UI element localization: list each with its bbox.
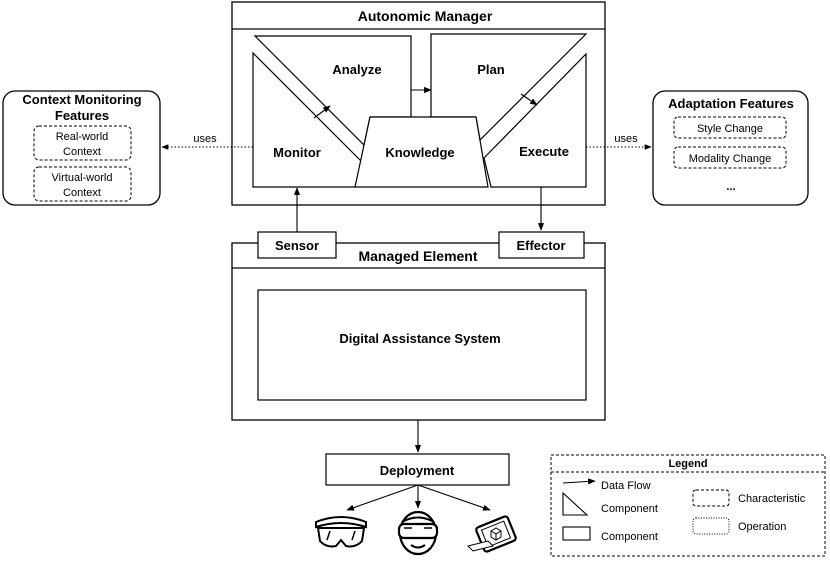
monitor-label: Monitor xyxy=(273,145,321,160)
plan-label: Plan xyxy=(477,62,505,77)
mixed-reality-headset-icon xyxy=(315,516,367,548)
virtual-world-context-box xyxy=(33,166,132,202)
legend-title: Legend xyxy=(668,458,707,470)
real-world-context-line1: Real-world xyxy=(56,131,109,143)
knowledge-label: Knowledge xyxy=(385,145,454,160)
sensor-label: Sensor xyxy=(275,238,319,253)
legend-characteristic-label: Characteristic xyxy=(738,493,806,505)
analyze-label: Analyze xyxy=(332,62,381,77)
modality-change-box xyxy=(673,146,787,169)
deployment-label: Deployment xyxy=(380,463,455,478)
effector-label: Effector xyxy=(516,238,565,253)
digital-assistance-system-label: Digital Assistance System xyxy=(339,331,500,346)
deployment: Deployment xyxy=(325,453,510,511)
modality-change-label: Modality Change xyxy=(689,153,772,165)
tablet-ar-icon xyxy=(467,515,517,553)
more-features-ellipsis: ... xyxy=(726,181,735,193)
legend-operation-label: Operation xyxy=(738,521,786,533)
style-change-label: Style Change xyxy=(697,123,763,135)
legend-component-triangle xyxy=(562,491,589,516)
vr-headset-icon xyxy=(397,510,439,556)
context-features-title-line1: Context Monitoring xyxy=(22,92,141,107)
deployment-to-tablet-arrow xyxy=(417,484,491,511)
style-change-box xyxy=(673,116,787,139)
legend-component-rect-label: Component xyxy=(601,531,658,543)
legend-data-flow-arrow xyxy=(562,478,596,485)
adaptation-features: Adaptation Features Style Change Modalit… xyxy=(652,90,809,206)
uses-left-label: uses xyxy=(193,133,217,145)
execute-label: Execute xyxy=(519,144,569,159)
autonomic-manager: Autonomic Manager Monitor Analyze Plan E… xyxy=(231,1,606,206)
real-world-context-line2: Context xyxy=(63,146,101,158)
legend-data-flow-label: Data Flow xyxy=(601,480,651,492)
monitor-to-analyze-arrow xyxy=(313,105,331,119)
plan-to-execute-arrow xyxy=(520,93,538,106)
virtual-world-context-line2: Context xyxy=(63,187,101,199)
deployment-box xyxy=(325,453,510,486)
legend-component-triangle-label: Component xyxy=(601,503,658,515)
virtual-world-context-line1: Virtual-world xyxy=(52,172,113,184)
sensor-box xyxy=(257,231,337,259)
autonomic-manager-title: Autonomic Manager xyxy=(358,8,493,24)
context-monitoring-features: Context Monitoring Features Real-world C… xyxy=(2,90,161,206)
knowledge-component xyxy=(354,116,489,188)
legend: Legend Data Flow Component Component Cha… xyxy=(550,454,826,557)
legend-characteristic-box xyxy=(692,489,730,507)
effector-box xyxy=(498,231,585,259)
execute-component xyxy=(483,52,587,188)
uses-right-label: uses xyxy=(614,133,638,145)
context-features-title-line2: Features xyxy=(55,108,109,123)
real-world-context-box xyxy=(33,125,132,161)
legend-component-rect xyxy=(562,526,591,541)
managed-element: Managed Element Sensor Effector Digital … xyxy=(231,231,606,421)
adaptation-features-title: Adaptation Features xyxy=(668,96,794,111)
managed-element-title: Managed Element xyxy=(358,248,477,264)
digital-assistance-system-box xyxy=(257,289,587,401)
legend-operation-box xyxy=(692,517,730,535)
deployment-to-mr-headset-arrow xyxy=(346,484,419,511)
